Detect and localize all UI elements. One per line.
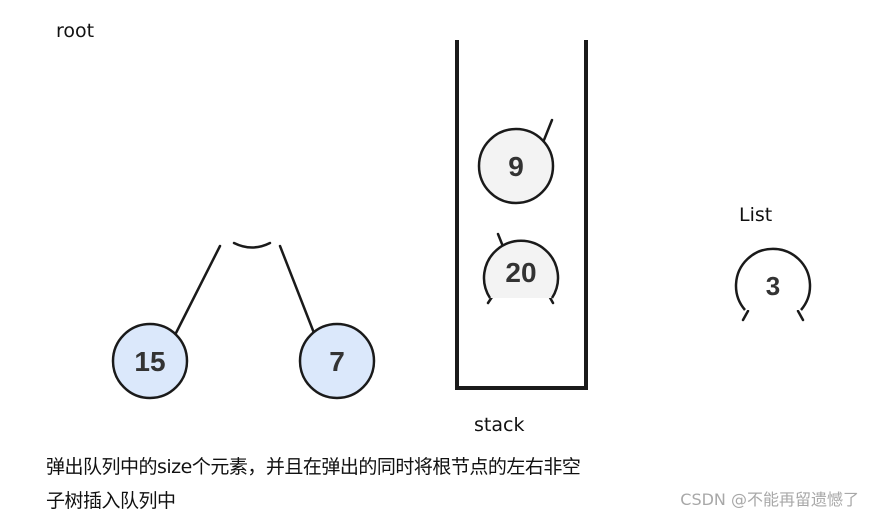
stack-node-top-value: 9 (508, 151, 524, 182)
list-node-value: 3 (766, 271, 780, 301)
root-label: root (56, 20, 95, 42)
stack-node-bottom: 20 (482, 239, 560, 307)
parent-node-arc (232, 241, 272, 249)
tree-node-right-value: 7 (329, 346, 345, 377)
tree-node-right: 7 (298, 322, 376, 400)
tree-edge-right (278, 244, 316, 335)
tree-node-left-value: 15 (134, 346, 165, 377)
list-node: 3 (734, 247, 812, 311)
caption-line-2: 子树插入队列中 (46, 490, 176, 512)
stack-container (455, 40, 588, 390)
stack-node-edge-stub (542, 118, 554, 142)
caption-line-1: 弹出队列中的size个元素，并且在弹出的同时将根节点的左右非空 (46, 456, 581, 478)
list-node-edge-stub (741, 309, 750, 322)
list-node-edge-stub (796, 309, 805, 322)
tree-edge-left (174, 244, 222, 335)
stack-node-top: 9 (477, 127, 555, 205)
tree-node-left: 15 (111, 322, 189, 400)
watermark: CSDN @不能再留遗憾了 (680, 490, 859, 509)
stack-node-bottom-value: 20 (505, 257, 536, 288)
stack-node-edge-stub (496, 232, 504, 246)
list-label: List (739, 204, 773, 226)
stack-label: stack (474, 414, 525, 436)
